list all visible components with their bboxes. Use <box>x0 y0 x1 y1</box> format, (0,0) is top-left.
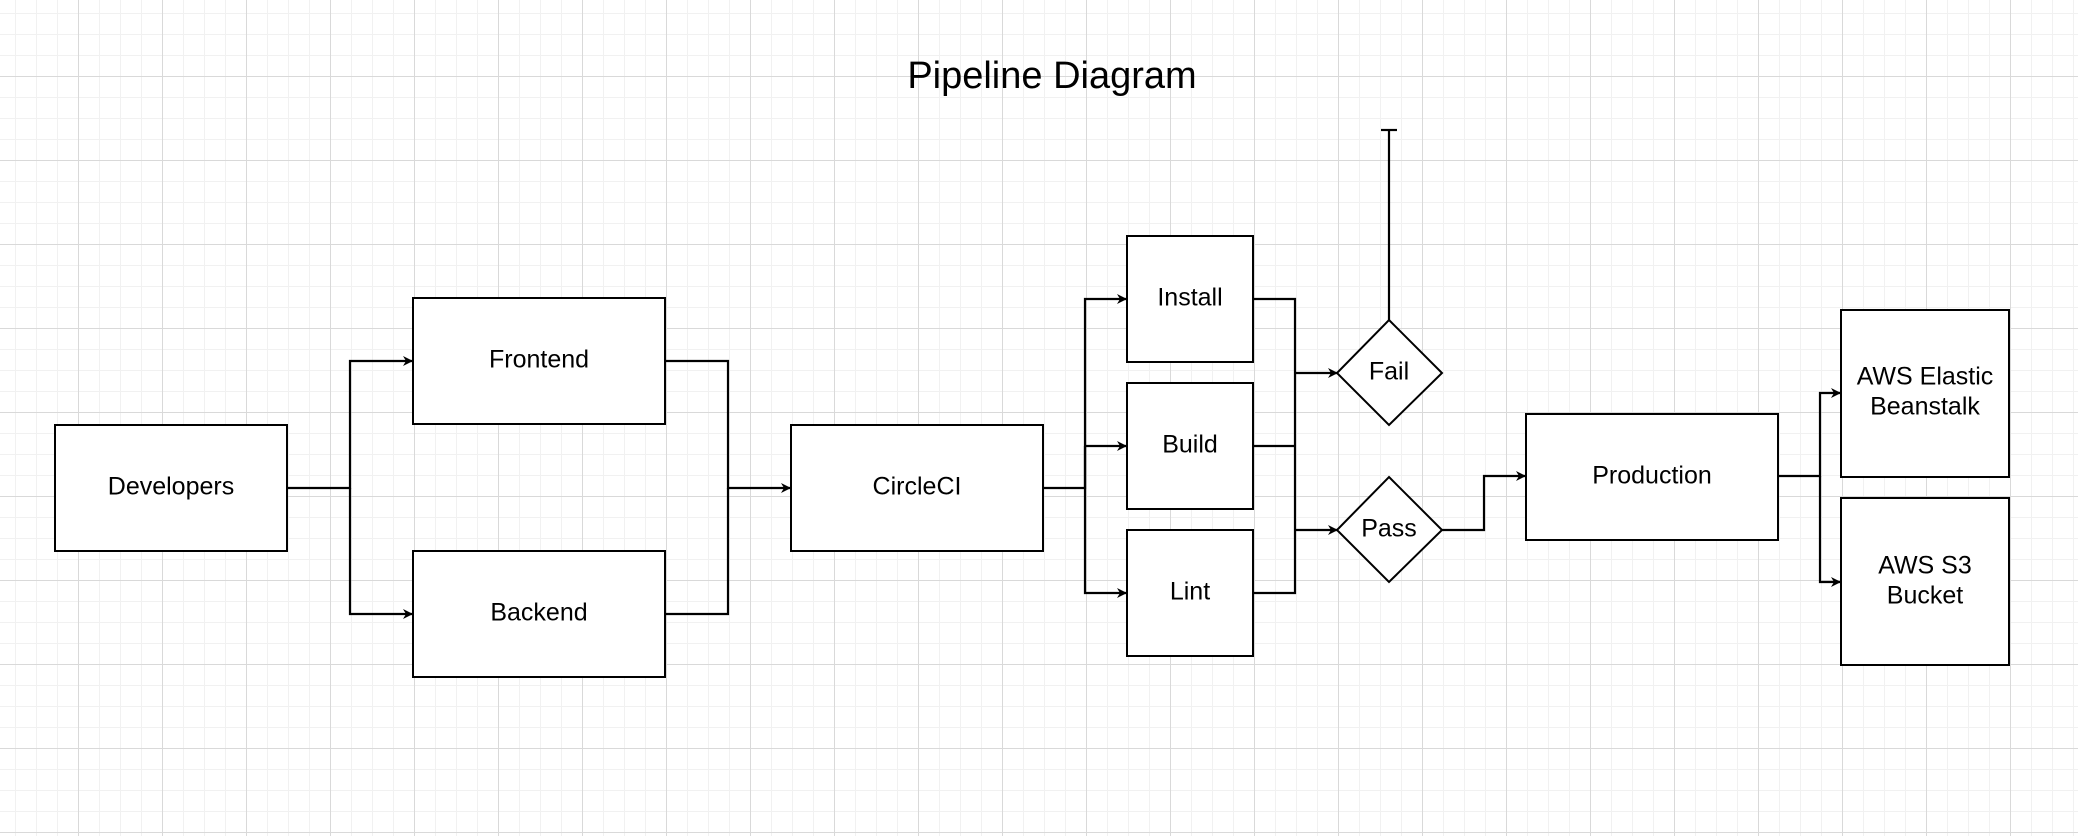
node-label-line-1: AWS Elastic <box>1857 363 1994 391</box>
node-label: Developers <box>108 473 234 501</box>
decision-pass[interactable]: Pass <box>1335 475 1444 584</box>
node-production[interactable]: Production <box>1525 413 1779 541</box>
node-aws-elastic-beanstalk[interactable]: AWS Elastic Beanstalk <box>1840 309 2010 478</box>
edge-production-s3-bucket <box>1818 476 1841 587</box>
edge-circleci-lint <box>1083 446 1127 598</box>
node-label: CircleCI <box>873 473 962 501</box>
edge-developers-backend <box>348 488 413 619</box>
node-label: Backend <box>490 599 587 627</box>
decision-fail[interactable]: Fail <box>1335 318 1444 427</box>
node-label: Fail <box>1369 358 1409 386</box>
node-label-line-2: Bucket <box>1887 582 1963 610</box>
node-frontend[interactable]: Frontend <box>412 297 666 425</box>
node-label-line-1: AWS S3 <box>1878 552 1972 580</box>
edges <box>287 128 1841 619</box>
edge-pass-production <box>1442 471 1526 532</box>
diagram-title: Pipeline Diagram <box>907 55 1196 97</box>
node-build[interactable]: Build <box>1126 382 1254 510</box>
edge-production-elastic-beanstalk <box>1778 388 1841 478</box>
node-label: Build <box>1162 431 1218 459</box>
node-label: Pass <box>1361 515 1417 543</box>
node-install[interactable]: Install <box>1126 235 1254 363</box>
edge-circleci-install <box>1043 294 1127 490</box>
node-label: Lint <box>1170 578 1210 606</box>
node-label-line-2: Beanstalk <box>1870 393 1980 421</box>
node-developers[interactable]: Developers <box>54 424 288 552</box>
node-backend[interactable]: Backend <box>412 550 666 678</box>
edge-backend-circleci <box>665 488 730 616</box>
edge-developers-frontend <box>287 356 413 490</box>
node-label: Install <box>1157 284 1222 312</box>
node-label: Frontend <box>489 346 589 374</box>
node-aws-s3-bucket[interactable]: AWS S3 Bucket <box>1840 497 2010 666</box>
edge-frontend-circleci <box>665 359 791 493</box>
node-lint[interactable]: Lint <box>1126 529 1254 657</box>
node-label: Production <box>1592 462 1712 490</box>
node-circleci[interactable]: CircleCI <box>790 424 1044 552</box>
